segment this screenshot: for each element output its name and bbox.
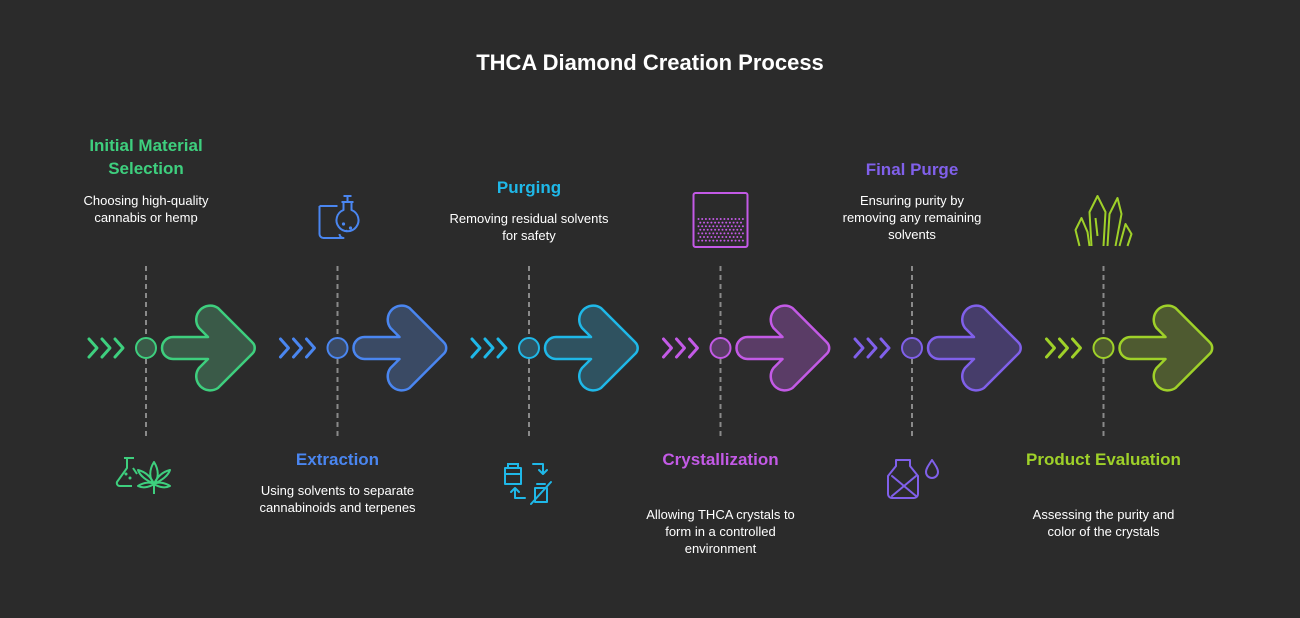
step-3-arrow	[543, 304, 639, 392]
chevron-icon	[688, 337, 699, 359]
diagram-title: THCA Diamond Creation Process	[476, 50, 824, 75]
step-6-heading: Product Evaluation	[1026, 450, 1181, 469]
step-2-arrow	[352, 304, 448, 392]
chevron-icon	[1058, 337, 1069, 359]
solvent-flask-icon	[318, 195, 360, 239]
step-4-heading: Crystallization	[662, 450, 779, 469]
step-5-node	[901, 337, 923, 359]
chevron-icon	[853, 337, 865, 359]
step-2-group	[279, 195, 448, 438]
chevron-icon	[866, 337, 878, 359]
step-1-arrow	[160, 304, 256, 392]
step-3-description: Removing residual solvents for safety	[449, 211, 609, 243]
chevron-icon	[675, 337, 686, 359]
step-5-description: Ensuring purity by removing any remainin…	[842, 193, 982, 242]
chevron-icon	[662, 337, 673, 359]
chevron-icon	[113, 337, 125, 359]
solvent-bottle-drop-icon	[887, 459, 939, 499]
chevron-icon	[879, 337, 891, 359]
step-2-node	[326, 337, 349, 359]
chevron-icon	[1045, 337, 1056, 359]
chevron-icon	[305, 337, 316, 359]
step-3-node	[518, 337, 540, 359]
step-4-description: Allowing THCA crystals to form in a cont…	[646, 507, 795, 556]
step-3-group	[470, 266, 639, 505]
bottle-transfer-icon	[504, 463, 552, 505]
step-6-group	[1045, 195, 1214, 438]
step-1-group	[87, 266, 256, 494]
chevron-icon	[100, 337, 112, 359]
step-6-description: Assessing the purity and color of the cr…	[1032, 507, 1175, 539]
step-6-arrow	[1118, 304, 1214, 392]
flask-cannabis-leaf-icon	[115, 457, 171, 494]
chevron-icon	[279, 337, 290, 359]
chevron-icon	[292, 337, 303, 359]
step-5-arrow	[926, 304, 1022, 392]
step-3-heading: Purging	[496, 178, 562, 197]
chevron-icon	[483, 337, 495, 359]
step-2-description: Using solvents to separate cannabinoids …	[259, 483, 416, 515]
step-1-node	[135, 337, 157, 359]
step-2-heading: Extraction	[295, 450, 380, 469]
chevron-icon	[1071, 337, 1082, 359]
chevron-icon	[496, 337, 508, 359]
step-4-group	[662, 192, 831, 438]
step-5-group	[853, 266, 1022, 499]
step-1-heading: Initial Material Selection	[89, 136, 203, 178]
step-6-node	[1092, 337, 1115, 359]
chevron-icon	[470, 337, 482, 359]
step-4-arrow	[735, 304, 831, 392]
step-1-description: Choosing high-quality cannabis or hemp	[83, 193, 209, 225]
step-5-heading: Final Purge	[865, 160, 959, 179]
crystal-container-icon	[692, 192, 749, 248]
chevron-icon	[87, 337, 99, 359]
crystals-icon	[1074, 195, 1133, 247]
step-4-node	[709, 337, 732, 359]
